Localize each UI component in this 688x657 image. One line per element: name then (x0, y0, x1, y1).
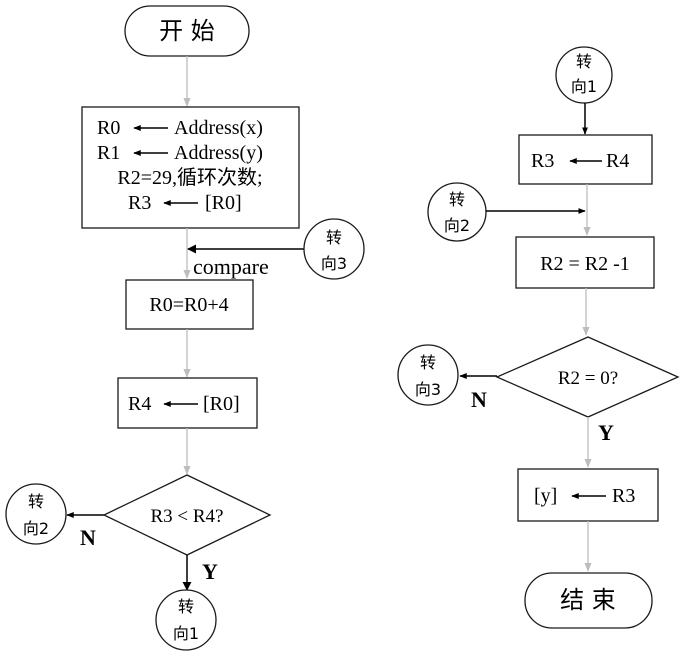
svg-text:向1: 向1 (173, 624, 199, 643)
connector-1-bottom: 转 向1 (155, 589, 217, 651)
compare-label: compare (193, 254, 269, 279)
svg-text:转: 转 (576, 52, 592, 71)
load-right: [R0] (203, 393, 240, 415)
end-terminal: 结 束 (524, 572, 653, 629)
yes-label: Y (598, 420, 614, 445)
svg-text:向1: 向1 (571, 77, 597, 96)
init-line2-left: R1 (97, 142, 120, 164)
svg-text:向3: 向3 (321, 254, 347, 273)
init-line4-left: R3 (128, 192, 151, 214)
init-line1-right: Address(x) (174, 117, 263, 139)
svg-text:转: 转 (326, 228, 342, 247)
init-line4-right: [R0] (205, 192, 242, 214)
decision-label: R2 = 0? (558, 368, 618, 389)
init-line2-right: Address(y) (174, 142, 263, 164)
decrement-box: R2 = R2 -1 (515, 236, 655, 289)
store-left: [y] (534, 485, 557, 507)
increment-box: R0=R0+4 (125, 279, 254, 330)
store-right: R3 (612, 485, 635, 507)
connector-3-left: 转 向3 (397, 344, 459, 406)
decision-r2-eq-0: R2 = 0? (495, 336, 680, 418)
svg-text:向2: 向2 (444, 216, 470, 235)
svg-text:转: 转 (449, 190, 465, 209)
connector-2-left: 转 向2 (5, 483, 67, 545)
increment-label: R0=R0+4 (149, 294, 228, 316)
svg-text:向2: 向2 (23, 519, 49, 538)
store-box: [y] R3 (517, 468, 659, 522)
connector-2-right: 转 向2 (427, 182, 487, 242)
assign-right: R4 (606, 150, 629, 172)
assign-left: R3 (531, 150, 554, 172)
init-line1-left: R0 (97, 117, 120, 139)
init-box: R0 Address(x) R1 Address(y) R2=29,循环次数; … (81, 106, 300, 229)
svg-text:转: 转 (28, 492, 44, 511)
init-line3: R2=29,循环次数; (117, 166, 262, 189)
svg-text:向3: 向3 (415, 380, 441, 399)
load-left: R4 (128, 393, 151, 415)
end-label: 结 束 (560, 586, 616, 614)
decision-label: R3 < R4? (151, 506, 224, 527)
start-label: 开 始 (159, 17, 215, 45)
decision-r3-lt-r4: R3 < R4? (102, 474, 272, 556)
start-terminal: 开 始 (124, 5, 250, 57)
no-label: N (80, 525, 96, 550)
connector-1-top: 转 向1 (555, 46, 613, 104)
assign-box: R3 R4 (518, 134, 653, 185)
connector-3-top: 转 向3 (303, 218, 365, 280)
yes-label: Y (202, 559, 218, 584)
svg-text:转: 转 (420, 353, 436, 372)
decrement-label: R2 = R2 -1 (540, 253, 630, 275)
load-box: R4 [R0] (117, 377, 258, 429)
svg-text:转: 转 (178, 597, 194, 616)
no-label: N (471, 387, 487, 412)
